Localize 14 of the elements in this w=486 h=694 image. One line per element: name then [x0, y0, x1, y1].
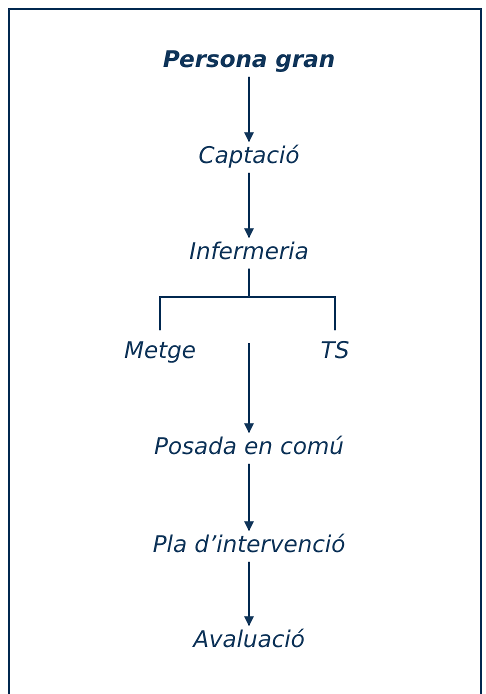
arrow: [244, 172, 254, 238]
arrow: [244, 76, 254, 142]
step-label: Posada en comú: [154, 434, 344, 462]
step-label: Pla d’intervenció: [152, 532, 346, 560]
step-label: Persona gran: [162, 47, 336, 75]
step-label: Avaluació: [193, 627, 305, 655]
arrow: [244, 562, 254, 626]
step-label: Metge: [124, 338, 196, 366]
arrow: [244, 464, 254, 532]
step-label: Infermeria: [189, 239, 309, 267]
step-label: TS: [320, 338, 350, 366]
step-label: Captació: [198, 143, 300, 171]
arrow: [244, 343, 254, 434]
connector-line: [248, 268, 336, 330]
